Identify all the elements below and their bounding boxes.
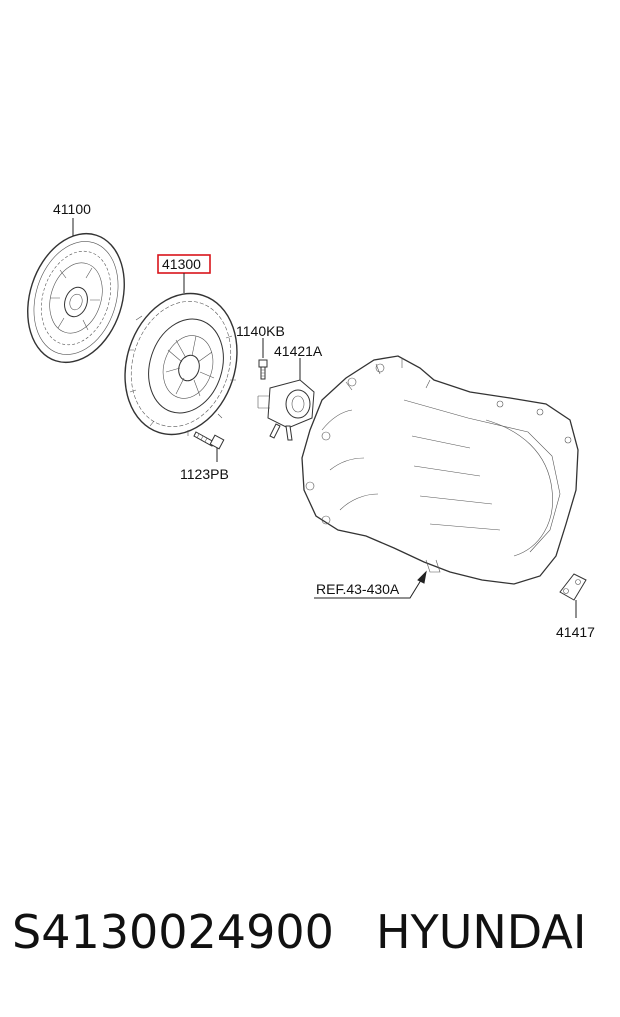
label-transaxle-ref: REF.43-430A	[316, 581, 400, 597]
brand-name: HYUNDAI	[376, 905, 587, 959]
clutch-cover[interactable]	[107, 279, 254, 449]
footer: S4130024900 HYUNDAI	[0, 905, 620, 975]
label-clutch-cover: 41300	[162, 256, 201, 272]
release-cylinder[interactable]	[257, 379, 315, 441]
label-cover-plate: 41417	[556, 624, 595, 640]
label-bolt-1140kb: 1140KB	[236, 323, 285, 339]
label-release-cylinder: 41421A	[274, 343, 323, 359]
bolt-1140kb[interactable]	[258, 359, 268, 380]
exploded-parts-diagram: 41100 41300 1123PB 1140KB 41421A	[12, 201, 595, 640]
ref-arrowhead	[417, 570, 427, 584]
cover-plate[interactable]	[559, 573, 587, 601]
transaxle-housing[interactable]	[301, 355, 579, 585]
part-number: S4130024900	[12, 905, 334, 959]
label-clutch-disc: 41100	[53, 201, 91, 217]
bolt-1123pb[interactable]	[193, 431, 225, 450]
label-bolt-1123pb: 1123PB	[180, 466, 229, 482]
clutch-disc[interactable]	[12, 221, 140, 375]
